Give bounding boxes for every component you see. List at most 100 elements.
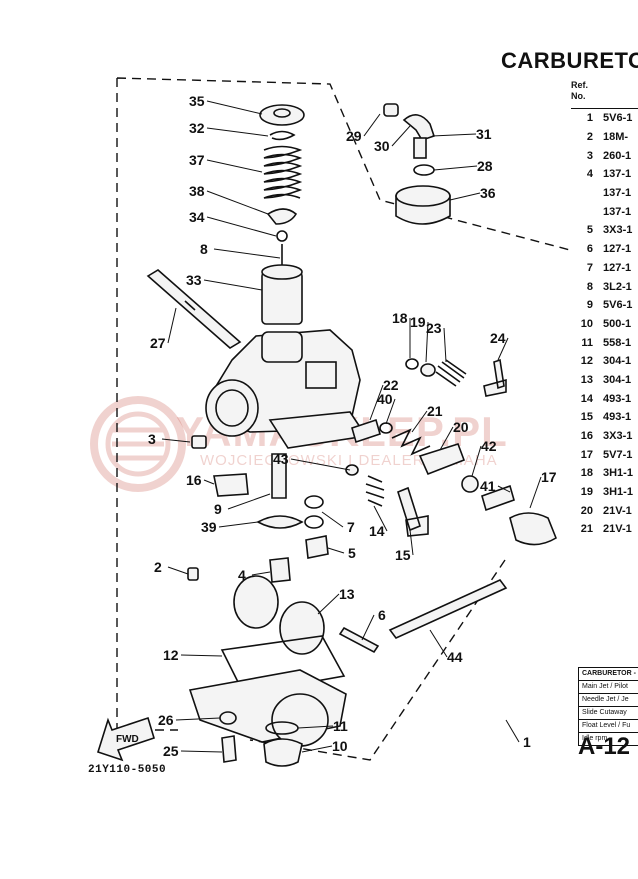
ref-part-number: 5V7-1 [603, 448, 633, 461]
callout-leader [218, 521, 259, 528]
float-bowl [188, 669, 347, 747]
callout-35: 35 [189, 93, 205, 109]
ref-part-number: 3X3-1 [603, 224, 633, 237]
callout-leader [439, 426, 454, 451]
part-26-nut [219, 711, 237, 725]
callout-22: 22 [383, 377, 399, 393]
part-19-washer [420, 363, 436, 377]
ref-part-number: 304-1 [603, 355, 632, 368]
callout-leader [361, 614, 375, 641]
callout-leader [297, 725, 334, 729]
callout-13: 13 [339, 586, 355, 602]
ref-number: 14 [580, 392, 593, 405]
ref-number: 11 [581, 336, 593, 349]
callout-9: 9 [214, 501, 222, 517]
callout-39: 39 [201, 519, 217, 535]
callout-leader [317, 593, 340, 615]
callout-leader [206, 190, 269, 215]
part-27-pipe [146, 269, 242, 349]
ref-part-number: 5V6-1 [603, 299, 633, 312]
part-16-plate [213, 473, 249, 497]
ref-part-number: 304-1 [603, 373, 632, 386]
callout-leader [206, 216, 277, 237]
fwd-arrow-icon: FWD [97, 716, 155, 762]
callout-leader [213, 248, 281, 259]
callout-15: 15 [395, 547, 411, 563]
callout-28: 28 [477, 158, 493, 174]
callout-leader [301, 745, 333, 753]
ref-part-number: 137-1 [603, 187, 632, 200]
ref-header-line2: No. [571, 91, 586, 101]
ref-part-number: 260-1 [603, 149, 632, 162]
ref-table-rows: 15V6-1218M-3260-14137-10137-10137-153X3-… [571, 109, 638, 539]
callout-30: 30 [374, 138, 390, 154]
ref-part-number: 3H1-1 [603, 467, 633, 480]
fwd-label: FWD [116, 734, 139, 745]
part-24-screw [483, 358, 507, 397]
callout-leader [206, 159, 263, 173]
callout-leader [497, 485, 511, 493]
callout-leader [206, 100, 263, 115]
ref-table-row: 0137-1 [571, 202, 638, 221]
callout-leader [167, 566, 189, 575]
part-34-clip [276, 230, 288, 242]
callout-1: 1 [523, 734, 531, 750]
callout-38: 38 [189, 183, 205, 199]
callout-27: 27 [150, 335, 166, 351]
ref-number: 16 [580, 430, 593, 443]
part-25-screw [221, 735, 237, 763]
part-10-drain [263, 738, 303, 767]
ref-table-row: 17 5V7-1 [571, 445, 638, 464]
ref-part-number: 127-1 [603, 243, 632, 256]
callout-16: 16 [186, 472, 202, 488]
ref-part-number: 5V6-1 [603, 112, 633, 125]
part-12-float-bowl-gasket [220, 635, 346, 695]
ref-number: 7 [586, 261, 593, 274]
ref-number: 17 [580, 448, 593, 461]
callout-21: 21 [427, 403, 443, 419]
reference-table: Ref. No. 15V6-1218M-3260-14137-10137-101… [571, 80, 638, 539]
part-18-oring [405, 358, 419, 370]
callout-leader [369, 384, 384, 421]
callout-leader [431, 133, 477, 137]
callout-7: 7 [347, 519, 355, 535]
callout-24: 24 [490, 330, 506, 346]
part-17-boot [509, 512, 557, 546]
callout-leader [529, 476, 542, 509]
callout-leader [429, 629, 448, 658]
ref-part-number: 21V-1 [603, 504, 632, 517]
spec-box: CARBURETOR - ( Main Jet / Pilot Needle J… [578, 667, 638, 746]
ref-part-number: 127-1 [603, 261, 632, 274]
callout-leader [227, 493, 271, 510]
part-20-screw [418, 443, 466, 476]
ref-part-number: 137-1 [603, 205, 632, 218]
callout-2: 2 [154, 559, 162, 575]
callout-leader [175, 717, 221, 721]
callout-40: 40 [377, 391, 393, 407]
spec-row: Float Level / Fu [579, 720, 638, 733]
ref-part-number: 500-1 [603, 317, 632, 330]
spec-row: Slide Cutaway [579, 707, 638, 720]
part-41-screw [481, 484, 515, 512]
ref-number: 19 [580, 486, 593, 499]
part-4-jet [269, 557, 291, 583]
callout-leader [251, 571, 271, 576]
ref-number: 15 [580, 411, 593, 424]
callout-leader [180, 654, 223, 657]
ref-table-header: Ref. No. [571, 80, 638, 109]
callout-leader [167, 307, 177, 344]
callout-leader [409, 529, 414, 556]
callout-leader [363, 113, 381, 137]
